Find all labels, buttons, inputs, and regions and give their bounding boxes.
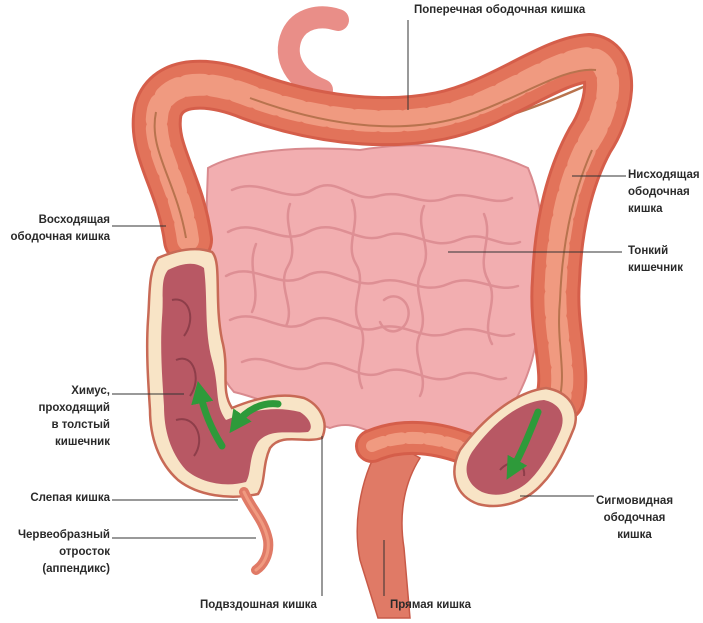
label-descending-colon: Нисходящая ободочная кишка <box>628 167 700 218</box>
label-cecum: Слепая кишка <box>30 490 110 507</box>
label-ascending-colon: Восходящая ободочная кишка <box>10 212 110 246</box>
label-ileum: Подвздошная кишка <box>200 597 317 614</box>
duodenum <box>289 17 338 90</box>
small-intestine <box>207 145 545 442</box>
label-chyme: Химус, проходящий в толстый кишечник <box>38 383 110 451</box>
rectum <box>357 438 420 618</box>
label-small-intestine: Тонкий кишечник <box>628 243 683 277</box>
label-appendix: Червеобразный отросток (аппендикс) <box>18 527 110 578</box>
label-transverse-colon: Поперечная ободочная кишка <box>414 2 585 19</box>
label-rectum: Прямая кишка <box>390 597 471 614</box>
label-sigmoid-colon: Сигмовидная ободочная кишка <box>596 493 673 544</box>
